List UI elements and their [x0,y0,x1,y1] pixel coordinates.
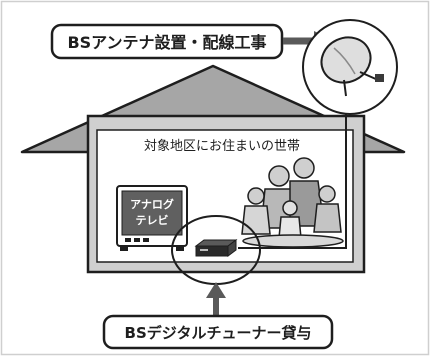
family-head [282,200,298,216]
family-rug [242,234,344,248]
tv-screen [121,190,183,236]
tuner-arrow-head [206,282,226,298]
dish-shading [333,47,356,75]
tuner-loan-label-box [102,314,334,350]
family-head [268,165,290,187]
analog-tv-icon: アナログ テレビ [116,185,188,251]
dish-mount [343,79,347,97]
family-head [293,157,315,179]
tv-label-line1: アナログ [130,197,174,211]
dish-feed-horn [375,74,384,82]
family-head [318,185,336,203]
family-group-icon [241,157,344,248]
family-body [313,203,342,233]
tv-foot [120,246,128,251]
tuner-side [227,239,237,257]
antenna-work-label: BSアンテナ設置・配線工事 [67,33,266,52]
family-body [241,205,271,235]
tuner-display [200,249,208,251]
tv-label-line2: テレビ [136,213,169,227]
family-head [247,187,265,205]
tv-knob [125,238,131,242]
target-households-label: 対象地区にお住まいの世帯 [144,139,300,154]
antenna-cable [238,96,347,249]
antenna-work-label-box [50,23,284,60]
bs-satellite-dish-icon [302,19,398,115]
tv-foot [176,246,184,251]
tv-knob [134,238,140,242]
bs-digital-tuner-icon [194,239,238,257]
tv-knob [143,238,149,242]
tuner-loan-label: BSデジタルチューナー貸与 [125,324,312,342]
